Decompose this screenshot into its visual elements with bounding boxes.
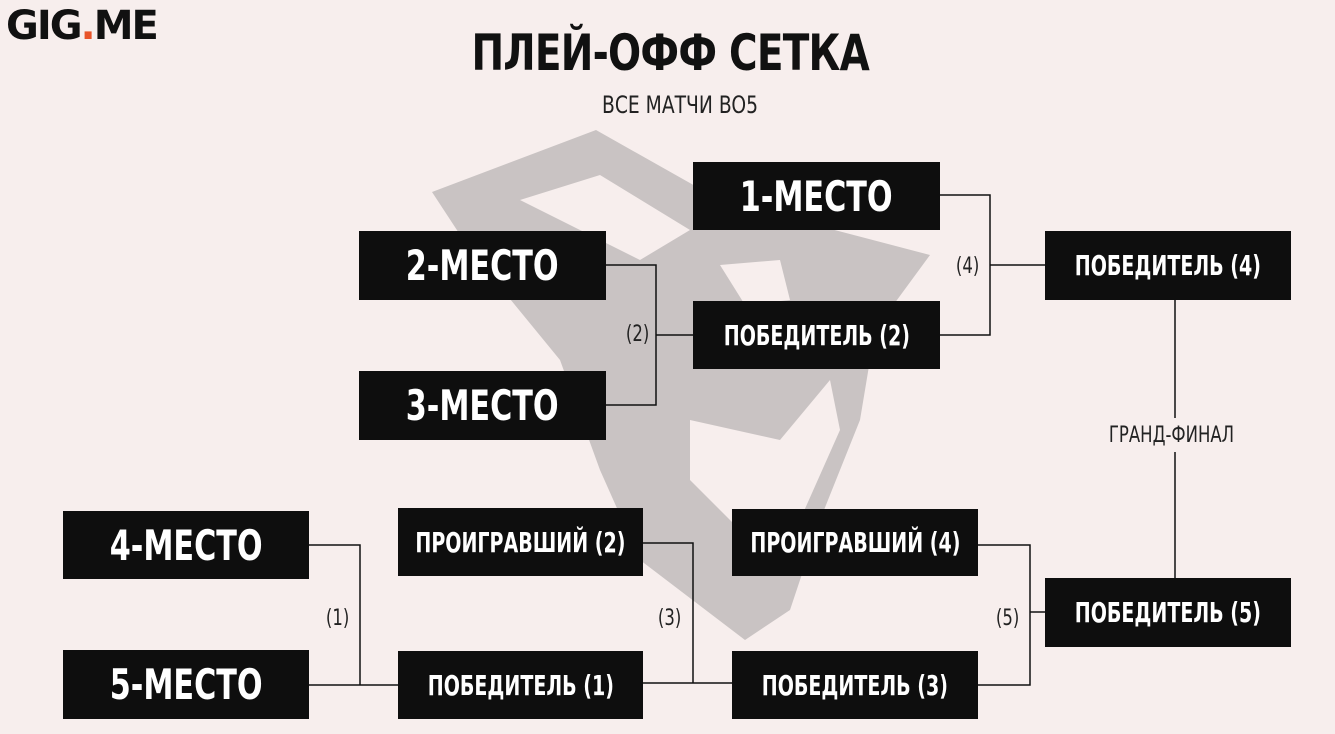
page-title: ПЛЕЙ-ОФФ СЕТКА xyxy=(471,24,870,82)
box-place-2: 2-МЕСТО xyxy=(359,231,606,300)
match-label-5: (5) xyxy=(995,606,1020,631)
box-place-1: 1-МЕСТО xyxy=(693,162,940,230)
gigme-logo: GIG.ME xyxy=(6,3,159,49)
match-label-2: (2) xyxy=(625,322,650,347)
box-loser-2: ПРОИГРАВШИЙ (2) xyxy=(398,508,643,576)
box-place-4: 4-МЕСТО xyxy=(63,511,309,579)
match-label-3: (3) xyxy=(657,606,682,631)
box-place-3: 3-МЕСТО xyxy=(359,371,606,440)
grand-final-label: ГРАНД-ФИНАЛ xyxy=(1108,423,1235,448)
match-label-4: (4) xyxy=(955,254,980,279)
box-winner-2: ПОБЕДИТЕЛЬ (2) xyxy=(693,301,940,369)
box-place-5: 5-МЕСТО xyxy=(63,650,309,719)
match-label-1: (1) xyxy=(325,606,350,631)
box-winner-3: ПОБЕДИТЕЛЬ (3) xyxy=(732,651,978,719)
box-winner-1: ПОБЕДИТЕЛЬ (1) xyxy=(398,651,643,719)
box-winner-5: ПОБЕДИТЕЛЬ (5) xyxy=(1045,578,1291,647)
page-subtitle: ВСЕ МАТЧИ BO5 xyxy=(601,91,759,119)
box-loser-4: ПРОИГРАВШИЙ (4) xyxy=(732,509,978,576)
box-winner-4: ПОБЕДИТЕЛЬ (4) xyxy=(1045,231,1291,300)
